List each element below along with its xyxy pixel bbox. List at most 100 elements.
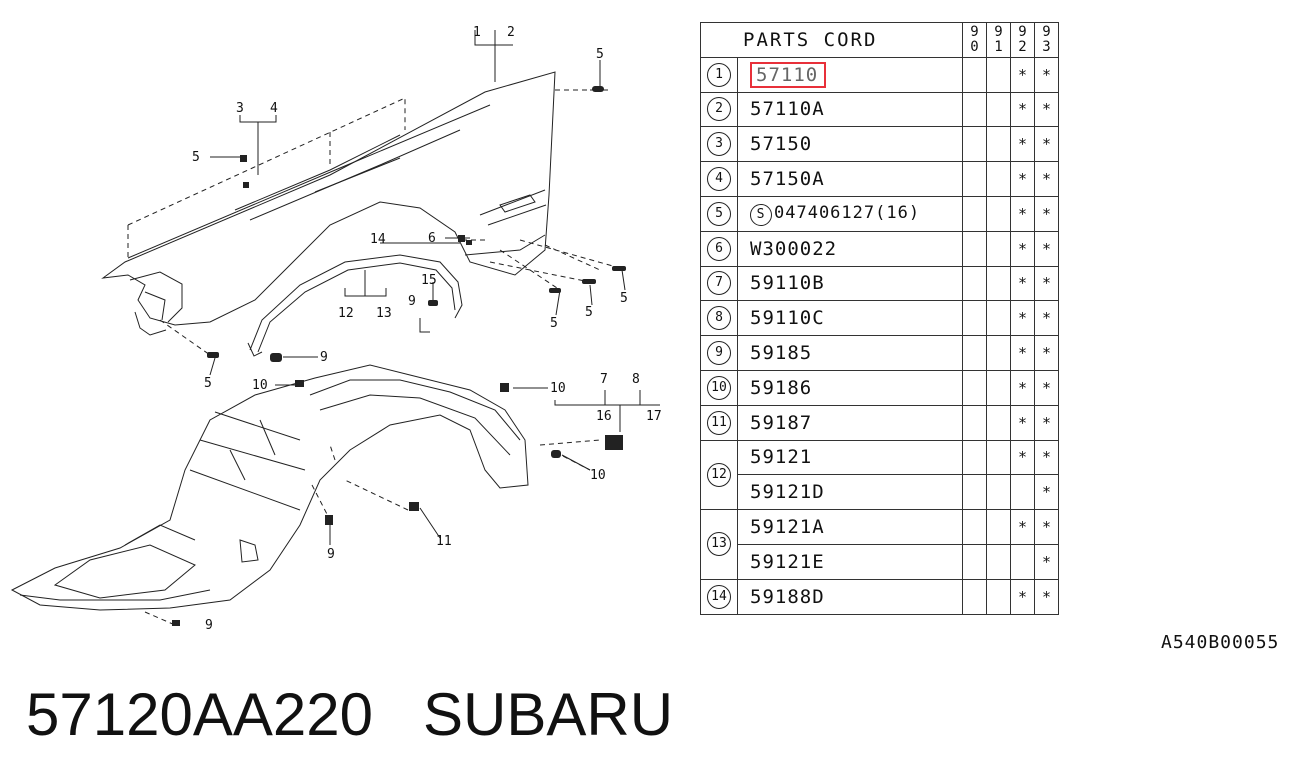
- applicability-mark: *: [1010, 369, 1035, 406]
- applicability-mark: *: [1010, 300, 1035, 337]
- part-code-highlighted[interactable]: 57110: [750, 61, 827, 88]
- part-code[interactable]: 59121E: [737, 543, 963, 580]
- callout-3: 3: [236, 101, 244, 116]
- item-number: 3: [707, 132, 731, 157]
- part-code[interactable]: 59110C: [737, 300, 963, 337]
- item-number: 5: [707, 201, 731, 226]
- applicability-mark: *: [1010, 578, 1035, 615]
- item-number: 4: [707, 167, 731, 192]
- applicability-mark: *: [1034, 474, 1059, 511]
- table-row: 12 59121 * *: [700, 439, 1059, 511]
- part-code[interactable]: 57150A: [737, 161, 963, 197]
- callout-15: 15: [421, 273, 437, 288]
- part-number-caption: 57120AA220 SUBARU: [26, 681, 674, 748]
- part-code[interactable]: 59121: [737, 439, 963, 476]
- fender-liner: [10, 364, 529, 611]
- item-number: 9: [707, 341, 731, 366]
- callout-9-c: 9: [327, 547, 335, 562]
- item-number: 11: [707, 410, 731, 435]
- callout-17: 17: [646, 409, 662, 424]
- applicability-mark: *: [1034, 91, 1059, 128]
- callout-5-bottom: 5: [204, 376, 212, 391]
- applicability-mark: *: [1010, 230, 1035, 267]
- item-number: 12: [707, 462, 731, 487]
- table-row: 59121D *: [701, 474, 1059, 511]
- applicability-mark: *: [1034, 335, 1059, 371]
- callout-13: 13: [376, 306, 392, 321]
- part-code[interactable]: 59121A: [737, 509, 963, 545]
- applicability-mark: *: [1034, 543, 1059, 580]
- item-number: 14: [707, 584, 731, 609]
- table-row: 3 57150 * *: [700, 126, 1059, 163]
- part-code[interactable]: 57110A: [737, 91, 963, 128]
- part-code[interactable]: 59187: [737, 404, 963, 441]
- diagram-reference-code: A540B00055: [1161, 632, 1280, 653]
- callout-9-b: 9: [320, 350, 328, 365]
- table-row: 11 59187 * *: [700, 404, 1059, 441]
- item-number: 2: [707, 97, 731, 122]
- item-number: 13: [707, 532, 731, 557]
- applicability-mark: *: [1010, 161, 1035, 197]
- table-row: 59121E *: [701, 543, 1059, 580]
- table-row: 4 57150A * *: [700, 161, 1059, 197]
- table-row: 7 59110B * *: [700, 265, 1059, 302]
- item-number: 7: [707, 271, 731, 296]
- applicability-mark: *: [1034, 369, 1059, 406]
- part-code[interactable]: W300022: [737, 230, 963, 267]
- parts-cord-header: PARTS CORD: [700, 22, 963, 58]
- callout-6: 6: [428, 231, 436, 246]
- part-code[interactable]: 57150: [737, 126, 963, 163]
- part-code[interactable]: 59188D: [737, 578, 963, 615]
- callout-9-a: 9: [408, 294, 416, 309]
- callout-7: 7: [600, 372, 608, 387]
- callout-5-lower: 5: [550, 316, 558, 331]
- table-row: 10 59186 * *: [700, 369, 1059, 406]
- part-code[interactable]: 59110B: [737, 265, 963, 302]
- applicability-mark: *: [1034, 509, 1059, 545]
- applicability-mark: *: [1010, 335, 1035, 371]
- applicability-mark: *: [1034, 439, 1059, 476]
- table-row: 13 59121A * *: [700, 509, 1059, 580]
- applicability-mark: *: [1010, 126, 1035, 163]
- callout-12: 12: [338, 306, 354, 321]
- fender-diagram: 1 2 3 4 5 5 5 5 5 5 6 7 8 9 9 9 9 10 10 …: [10, 25, 662, 633]
- applicability-mark: *: [1010, 404, 1035, 441]
- callout-10-c: 10: [590, 468, 606, 483]
- table-row: 9 59185 * *: [700, 335, 1059, 371]
- table-row: 8 59110C * *: [700, 300, 1059, 337]
- applicability-mark: *: [1034, 578, 1059, 615]
- applicability-mark: *: [1010, 439, 1035, 476]
- callout-10-a: 10: [252, 378, 268, 393]
- applicability-mark: *: [1010, 91, 1035, 128]
- part-code[interactable]: 59186: [737, 369, 963, 406]
- applicability-mark: *: [1010, 195, 1035, 232]
- applicability-mark: *: [1034, 265, 1059, 302]
- callout-14: 14: [370, 232, 386, 247]
- callout-11: 11: [436, 534, 452, 549]
- table-row: 1 57110 * *: [700, 56, 1059, 93]
- callout-2: 2: [507, 25, 515, 40]
- standard-part-icon: S: [750, 204, 772, 227]
- part-code[interactable]: 59121D: [737, 474, 963, 511]
- callout-8: 8: [632, 372, 640, 387]
- callout-10-b: 10: [550, 381, 566, 396]
- table-row: 6 W300022 * *: [700, 230, 1059, 267]
- table-row: 2 57110A * *: [700, 91, 1059, 128]
- applicability-mark: *: [1010, 56, 1035, 93]
- item-number: 10: [707, 375, 731, 400]
- part-code[interactable]: 59185: [737, 335, 963, 371]
- callout-5-left: 5: [192, 150, 200, 165]
- arch-molding: [249, 254, 463, 351]
- applicability-mark: *: [1034, 126, 1059, 163]
- applicability-mark: *: [1034, 161, 1059, 197]
- callout-1: 1: [473, 25, 481, 40]
- applicability-mark: *: [1034, 195, 1059, 232]
- applicability-mark: *: [1034, 404, 1059, 441]
